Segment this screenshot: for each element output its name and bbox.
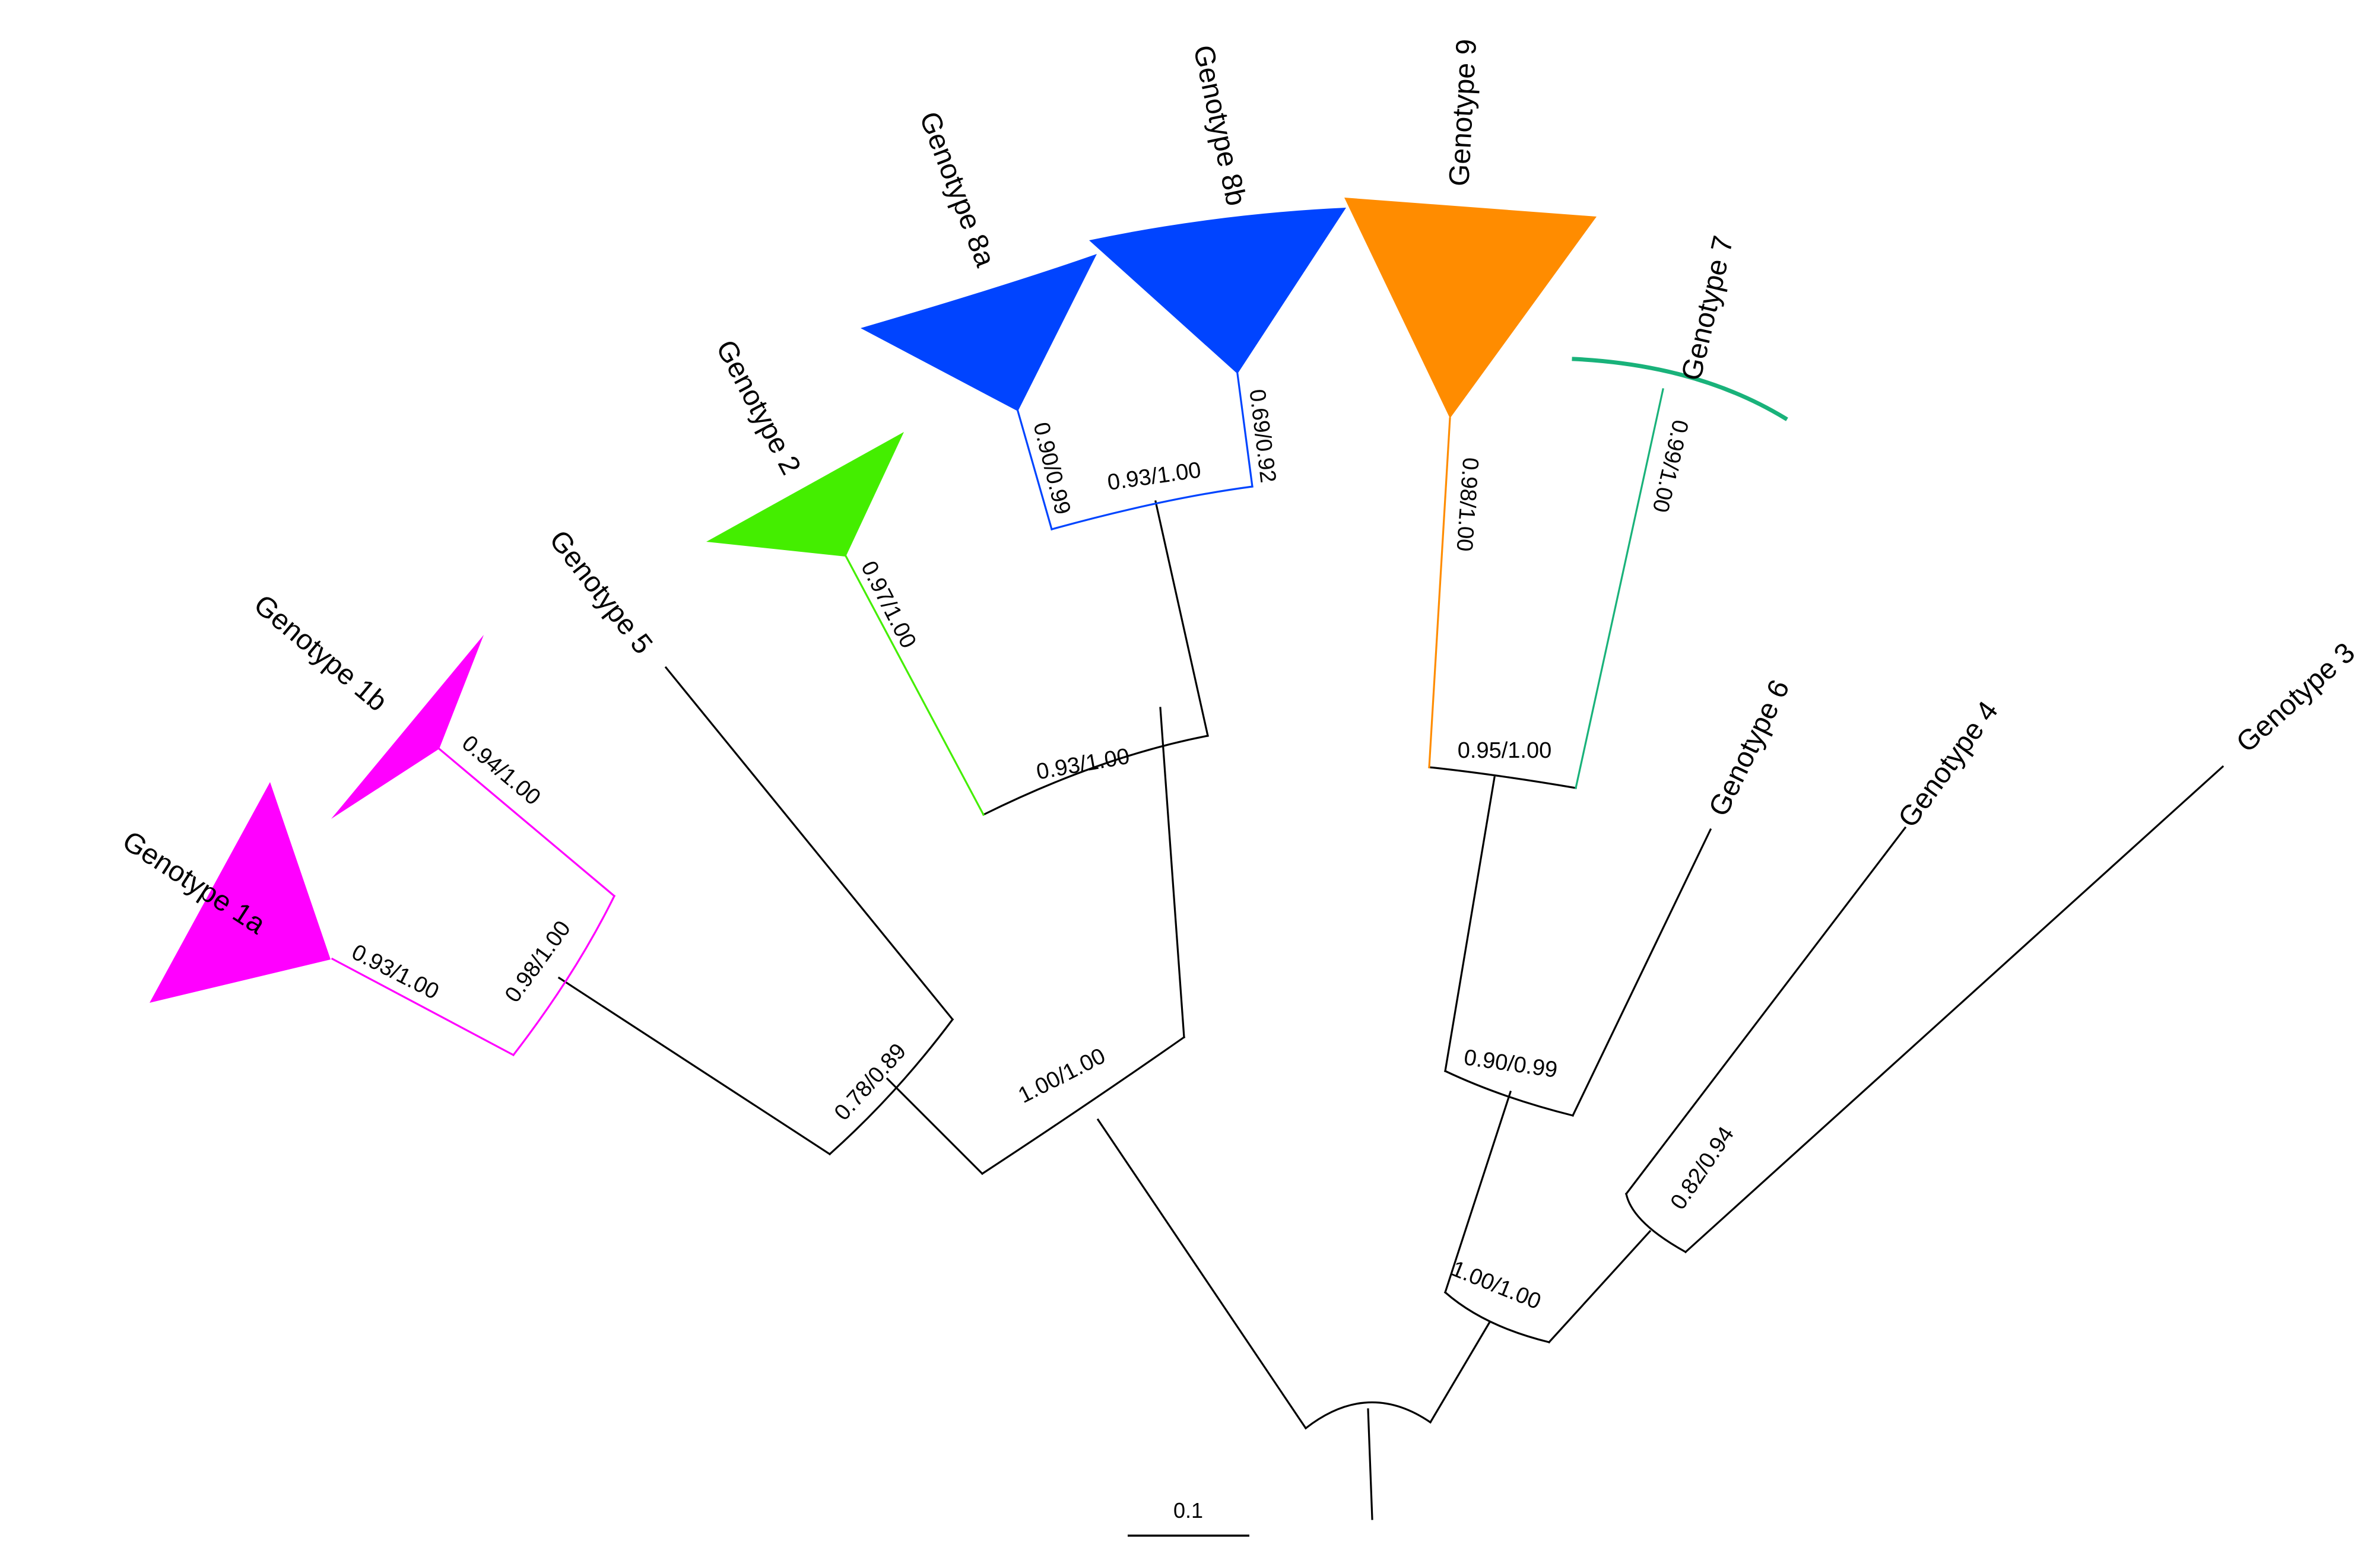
support-genotype-1: 0.98/1.00 bbox=[500, 916, 576, 1007]
label-genotype-7: Genotype 7 bbox=[1676, 233, 1740, 383]
label-genotype-3: Genotype 3 bbox=[2230, 637, 2361, 758]
right-clade-arc bbox=[1443, 1291, 1550, 1343]
genotype-8-branches bbox=[1017, 373, 1254, 530]
support-genotype-1b: 0.94/1.00 bbox=[457, 730, 545, 810]
branch-to-genotype-8 bbox=[1154, 500, 1209, 737]
label-genotype-6: Genotype 6 bbox=[1703, 675, 1795, 821]
genotype-2-branches bbox=[844, 554, 985, 816]
genotype-7-branches bbox=[1572, 357, 1788, 789]
branch-genotype-7 bbox=[1575, 388, 1664, 789]
support-genotype-1-5: 0.78/0.89 bbox=[830, 1039, 911, 1126]
branch-genotype-2 bbox=[844, 554, 985, 816]
arc-9-7 bbox=[1428, 766, 1577, 789]
support-genotype-9-7-6: 0.90/0.99 bbox=[1462, 1045, 1559, 1083]
left-clade-branches bbox=[557, 500, 1209, 1175]
branch-genotype-4 bbox=[1624, 826, 1907, 1196]
branch-genotype-3 bbox=[1684, 765, 2224, 1254]
branch-genotype-6 bbox=[1571, 828, 1712, 1117]
branch-to-1a-5-clade bbox=[886, 1077, 984, 1175]
label-genotype-8b: Genotype 8b bbox=[1187, 42, 1252, 208]
branch-to-4-3-clade bbox=[1547, 1229, 1652, 1344]
arc-4-3 bbox=[1625, 1193, 1687, 1254]
genotype-1-branches bbox=[331, 747, 616, 1057]
branch-to-genotype-1 bbox=[557, 976, 832, 1156]
support-genotype-4-3: 0.82/0.94 bbox=[1666, 1122, 1739, 1214]
branch-to-9-7-clade bbox=[1444, 776, 1496, 1072]
scale-bar-label: 0.1 bbox=[1173, 1498, 1203, 1523]
root-arc bbox=[1304, 1401, 1432, 1430]
clade-genotype-7 bbox=[1572, 357, 1788, 421]
label-genotype-1b: Genotype 1b bbox=[247, 589, 393, 717]
branch-to-2-8-clade bbox=[1159, 707, 1185, 1038]
branch-genotype-1a bbox=[331, 957, 515, 1057]
clade-genotype-1a bbox=[150, 782, 331, 1003]
branch-genotype-9 bbox=[1428, 417, 1451, 768]
label-genotype-2: Genotype 2 bbox=[710, 335, 807, 480]
arc-1-5 bbox=[828, 1018, 954, 1156]
support-genotype-9: 0.98/1.00 bbox=[1451, 457, 1483, 552]
arc-9-7-6 bbox=[1443, 1069, 1574, 1117]
clade-genotype-8b bbox=[1089, 208, 1346, 374]
clade-genotype-1b bbox=[331, 635, 484, 819]
label-genotype-9: Genotype 9 bbox=[1443, 39, 1483, 188]
root-branches bbox=[1096, 1118, 1492, 1520]
right-clade-branches bbox=[1428, 765, 2224, 1344]
arc-2-8 bbox=[982, 735, 1209, 816]
branch-genotype-8b bbox=[1236, 373, 1254, 488]
scale-bar: 0.1 bbox=[1128, 1498, 1249, 1537]
support-genotype-8: 0.93/1.00 bbox=[1106, 457, 1202, 495]
left-clade-arc bbox=[980, 1035, 1186, 1175]
label-genotype-4: Genotype 4 bbox=[1892, 695, 2004, 833]
clade-genotype-9 bbox=[1344, 198, 1597, 418]
branch-genotype-1b bbox=[437, 747, 616, 898]
branch-genotype-5 bbox=[664, 666, 954, 1021]
label-genotype-5: Genotype 5 bbox=[543, 525, 659, 660]
support-genotype-1a: 0.93/1.00 bbox=[348, 940, 443, 1005]
support-genotype-2-8: 0.93/1.00 bbox=[1034, 744, 1131, 785]
branch-genotype-8a bbox=[1017, 410, 1053, 530]
branch-root-to-left-clade bbox=[1096, 1118, 1308, 1430]
label-genotype-8a: Genotype 8a bbox=[913, 107, 1001, 271]
support-genotype-9-7: 0.95/1.00 bbox=[1458, 738, 1551, 763]
clade-genotype-8a bbox=[861, 254, 1097, 411]
branch-to-9-7-6-clade bbox=[1443, 1090, 1512, 1294]
root-stem bbox=[1367, 1408, 1373, 1520]
genotype-9-branches bbox=[1428, 417, 1451, 768]
arc-genotype-1 bbox=[512, 894, 616, 1057]
arc-genotype-8 bbox=[1051, 485, 1254, 530]
branch-root-to-right-clade bbox=[1429, 1320, 1492, 1424]
clade-genotype-2 bbox=[706, 432, 904, 557]
